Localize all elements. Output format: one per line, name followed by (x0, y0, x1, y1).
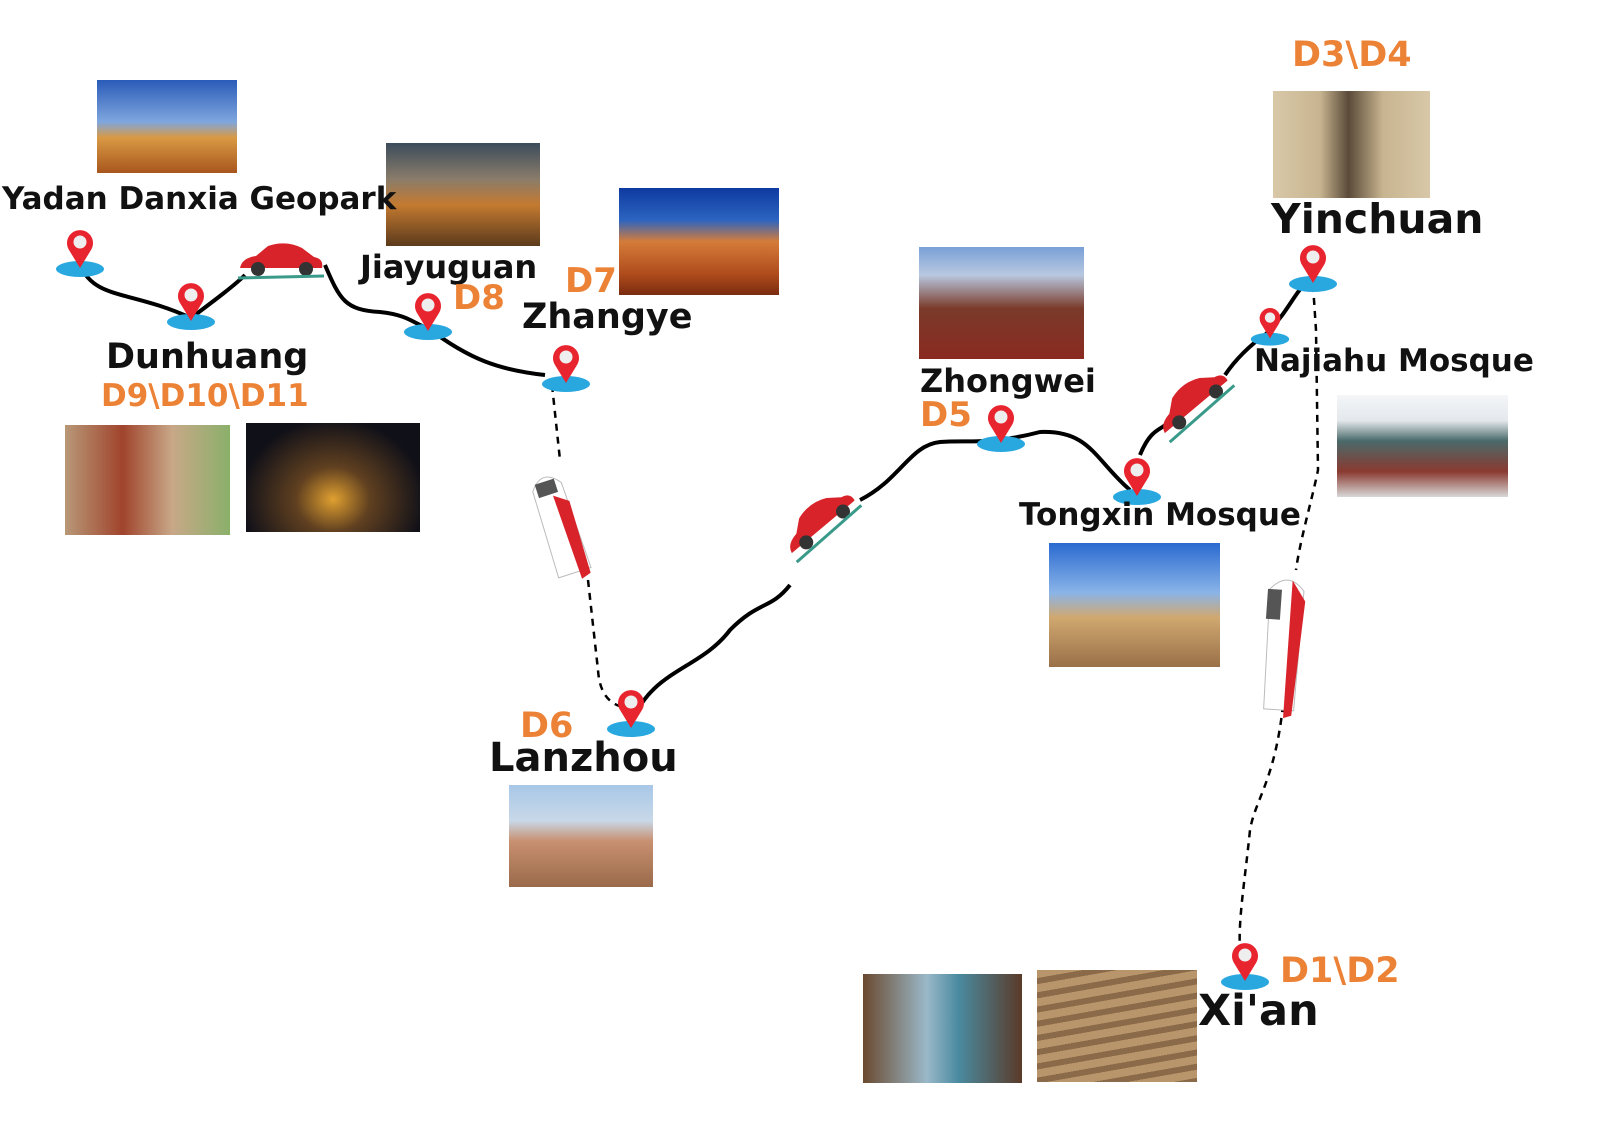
day-label-zhongwei: D5 (920, 395, 972, 435)
rail-route-yinchuan-xian (1238, 284, 1320, 951)
map-pin-icon-dunhuang[interactable] (166, 275, 216, 331)
day-label-yinchuan: D3\D4 (1292, 35, 1412, 75)
place-label-zhangye: Zhangye (522, 297, 693, 337)
map-pin-icon-najiahu[interactable] (1250, 302, 1290, 347)
rail-route-zhangye-lanzhou (550, 384, 626, 710)
car-icon (1144, 356, 1243, 449)
place-label-lanzhou: Lanzhou (489, 735, 678, 781)
train-icon (517, 460, 603, 593)
photo-zhangye-danxia (619, 188, 779, 295)
place-label-yadan: Yadan Danxia Geopark (2, 181, 397, 217)
map-pin-icon-jiayuguan[interactable] (403, 285, 453, 341)
place-label-tongxin: Tongxin Mosque (1019, 497, 1301, 533)
day-label-jiayuguan: D8 (453, 278, 505, 318)
photo-lanzhou-yellow-river-mother (509, 785, 653, 887)
photo-yinchuan-hui-museum (1273, 91, 1430, 198)
photo-yadan-geopark (97, 80, 237, 173)
train-icon (1253, 568, 1314, 725)
map-pin-icon-zhongwei[interactable] (976, 397, 1026, 453)
place-label-dunhuang: Dunhuang (106, 337, 309, 377)
place-label-xian: Xi'an (1198, 986, 1319, 1036)
place-label-yinchuan: Yinchuan (1271, 195, 1484, 243)
car-icon (771, 476, 870, 569)
day-label-xian: D1\D2 (1280, 951, 1400, 991)
photo-mogao-caves (65, 425, 230, 535)
photo-xian-muslim-street (863, 974, 1022, 1083)
car-icon (236, 240, 326, 286)
day-label-lanzhou: D6 (520, 706, 574, 746)
place-label-zhongwei: Zhongwei (920, 362, 1096, 400)
place-label-jiayuguan: Jiayuguan (360, 248, 538, 286)
map-pin-icon-xian[interactable] (1220, 935, 1270, 991)
photo-zhongwei-gaomiao (919, 247, 1084, 359)
day-label-zhangye: D7 (565, 261, 617, 301)
map-pin-icon-zhangye[interactable] (541, 337, 591, 393)
photo-dunhuang-night-market (246, 423, 420, 532)
photo-tongxin-mosque (1049, 543, 1220, 667)
photo-terracotta-warriors (1037, 970, 1197, 1082)
day-label-dunhuang: D9\D10\D11 (101, 378, 309, 414)
photo-najiahu-mosque (1337, 395, 1508, 497)
map-pin-icon-yadan[interactable] (55, 222, 105, 278)
photo-jiayuguan-fort (386, 143, 540, 246)
map-pin-icon-lanzhou[interactable] (606, 682, 656, 738)
place-label-najiahu: Najiahu Mosque (1254, 343, 1534, 379)
map-pin-icon-yinchuan[interactable] (1288, 237, 1338, 293)
